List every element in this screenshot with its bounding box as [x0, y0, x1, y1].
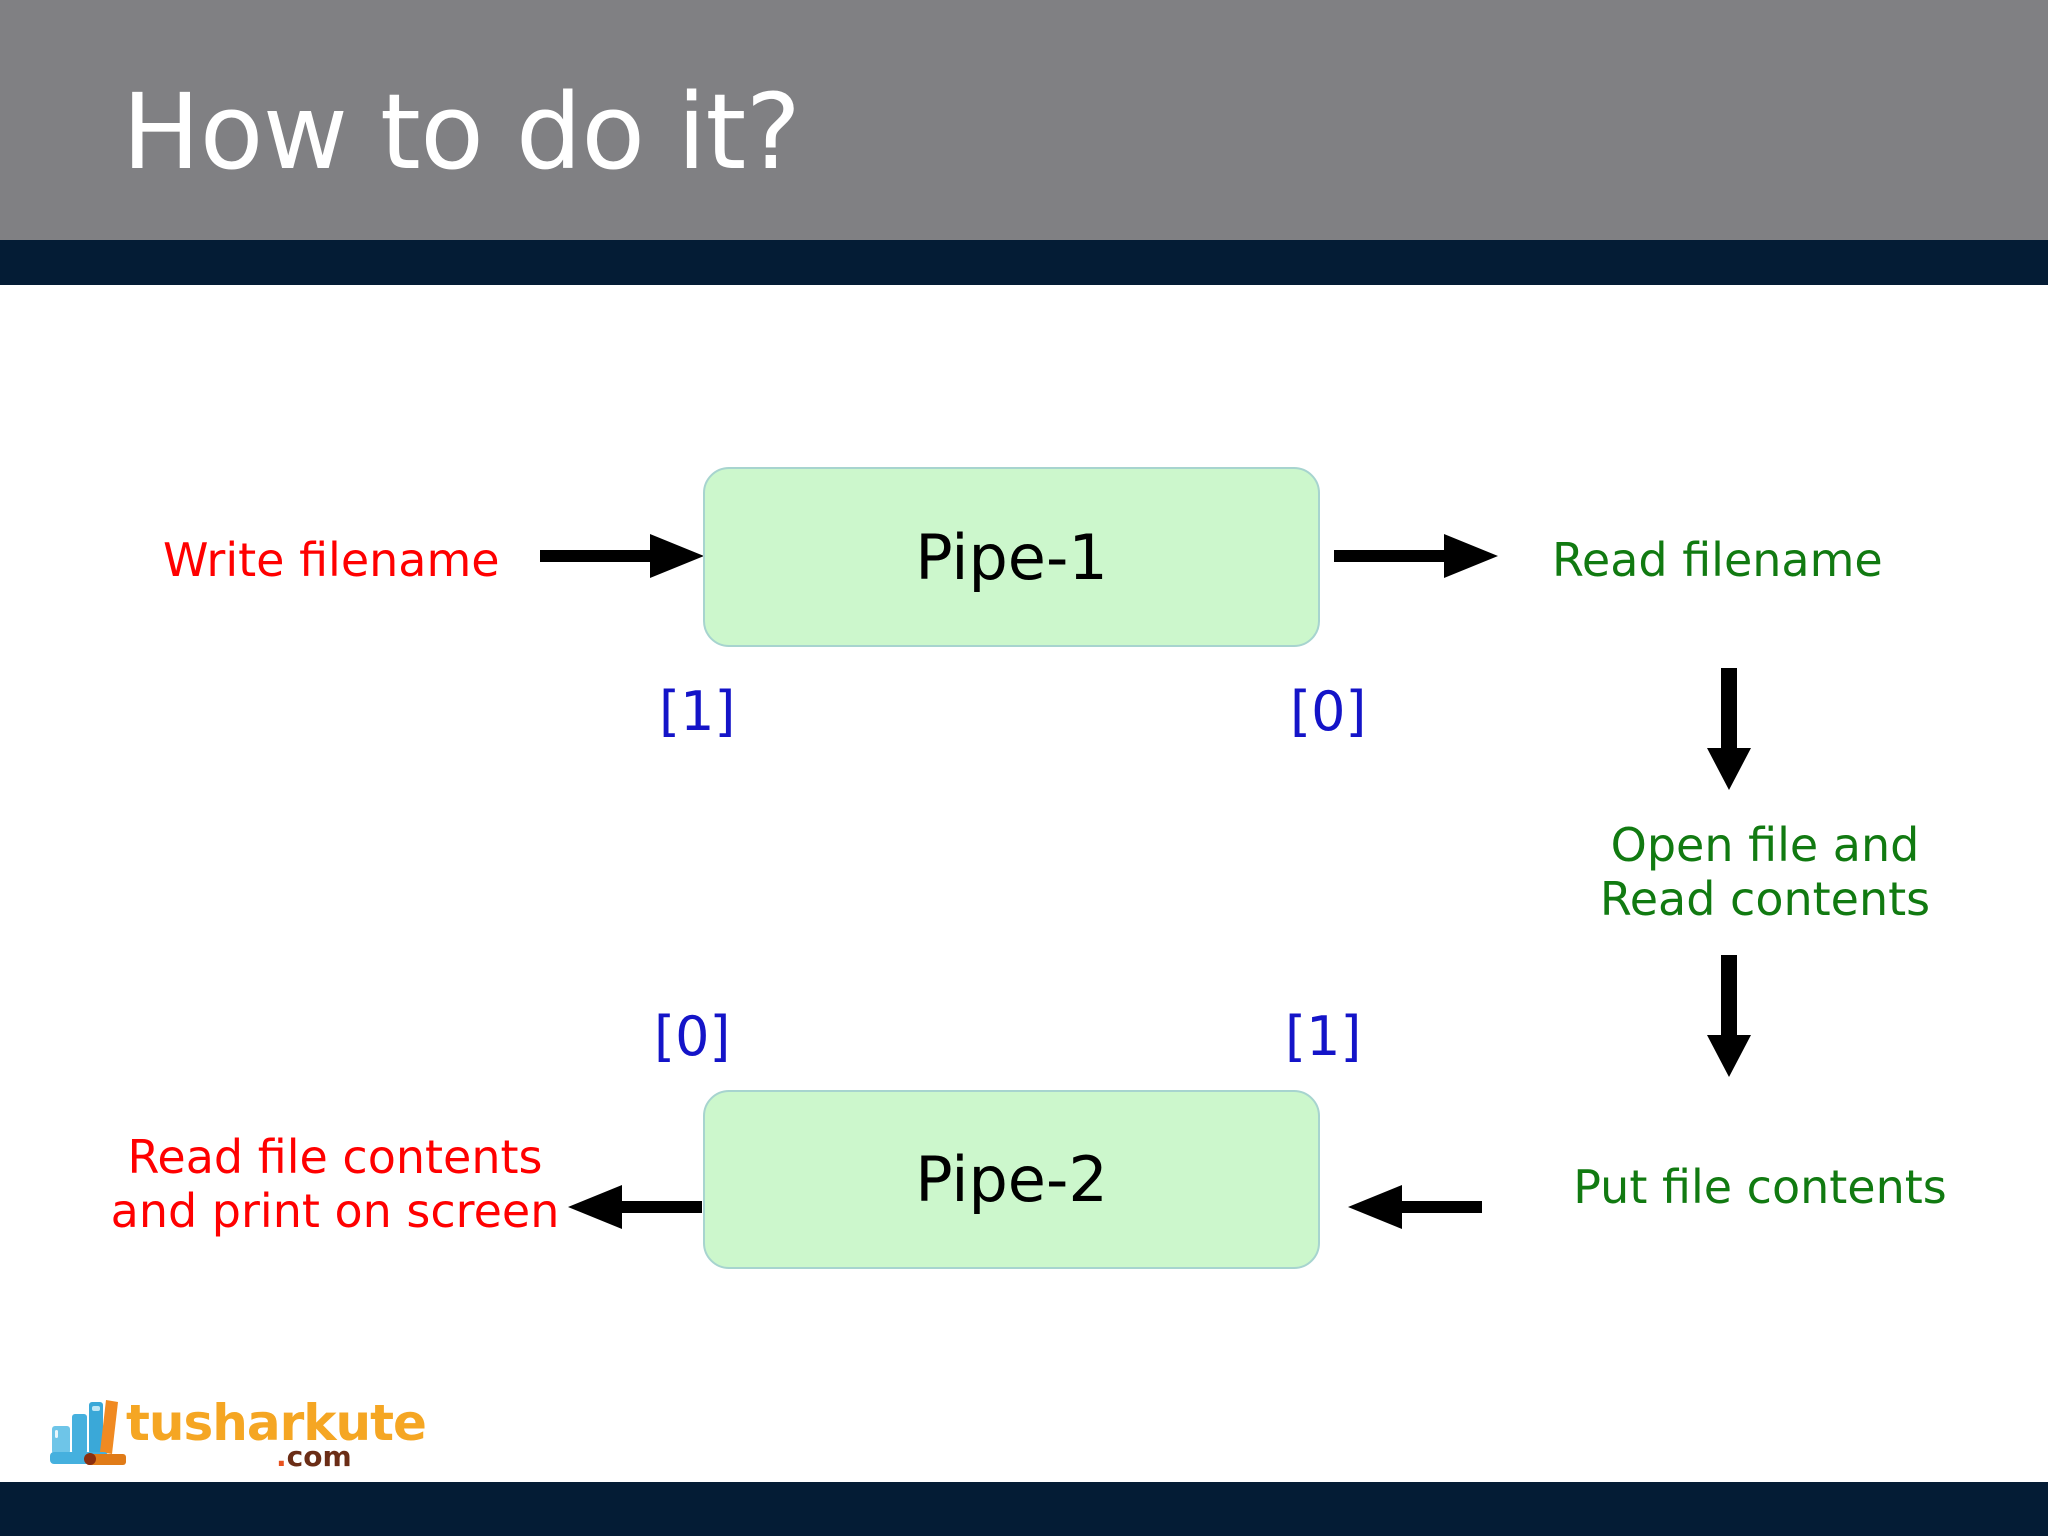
logo-domain-suffix: .com	[276, 1440, 352, 1473]
label-write-filename: Write filename	[163, 533, 500, 587]
logo-wordmark: tusharkute	[126, 1394, 427, 1452]
pipe1-left-port-index: [1]	[659, 680, 736, 743]
pipe1-label: Pipe-1	[915, 520, 1108, 594]
arrow-left-out-of-pipe2-icon	[568, 1185, 702, 1229]
arrow-down-to-put-contents-icon	[1707, 955, 1751, 1077]
pipe2-box: Pipe-2	[703, 1090, 1320, 1269]
pipe2-left-port-index: [0]	[654, 1005, 731, 1068]
pipe1-box: Pipe-1	[703, 467, 1320, 647]
arrow-right-out-of-pipe1-icon	[1334, 534, 1498, 578]
brand-logo: tusharkute .com	[48, 1392, 427, 1484]
label-put-file-contents: Put file contents	[1573, 1160, 1947, 1214]
page-title: How to do it?	[122, 71, 801, 193]
logo-dot: .	[276, 1440, 287, 1473]
label-read-file-contents-and-print: Read file contents and print on screen	[110, 1130, 560, 1239]
arrow-right-into-pipe1-icon	[540, 534, 704, 578]
label-read-filename: Read filename	[1552, 533, 1883, 587]
arrow-down-to-open-file-icon	[1707, 668, 1751, 790]
logo-com: com	[286, 1440, 352, 1473]
pipe2-right-port-index: [1]	[1285, 1005, 1362, 1068]
books-stack-icon	[48, 1392, 126, 1468]
header-accent-band	[0, 240, 2048, 285]
label-open-file-and-read-contents: Open file and Read contents	[1599, 818, 1931, 927]
header-bar	[0, 0, 2048, 240]
pipe1-right-port-index: [0]	[1290, 680, 1367, 743]
pipe2-label: Pipe-2	[915, 1143, 1108, 1216]
arrow-left-into-pipe2-icon	[1348, 1185, 1482, 1229]
footer-bar	[0, 1482, 2048, 1536]
